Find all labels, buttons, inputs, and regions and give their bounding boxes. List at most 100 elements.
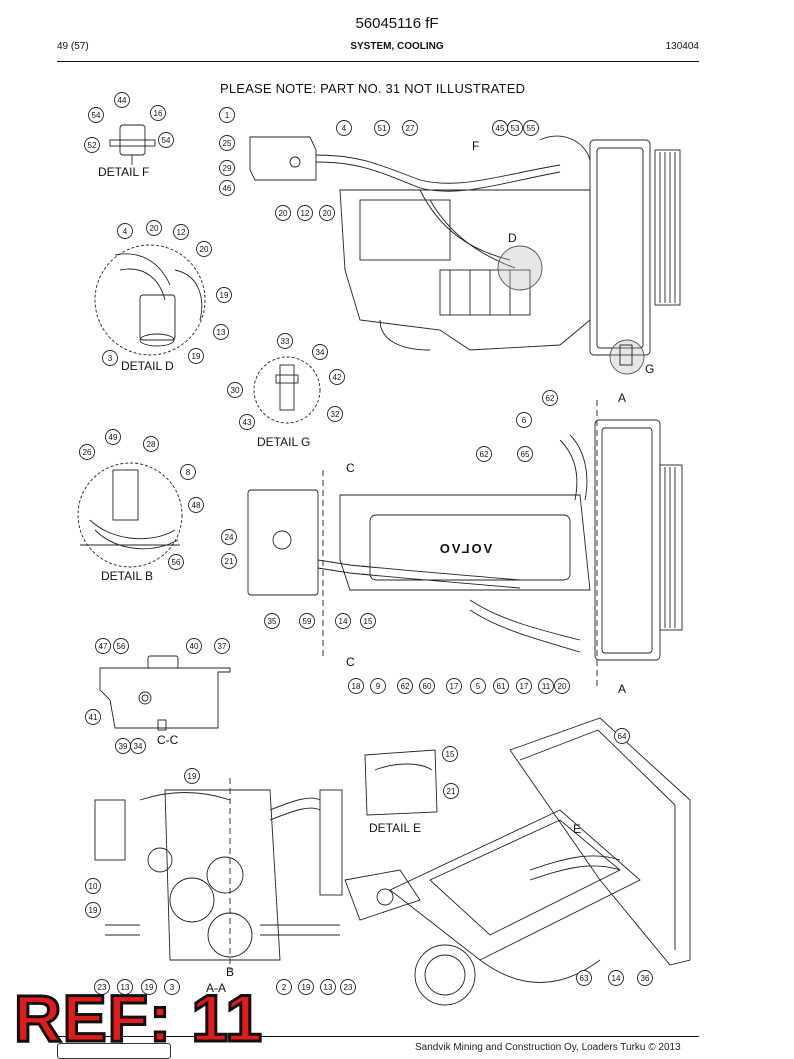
callout-bubble	[221, 529, 237, 545]
callout-number: 20	[200, 245, 209, 254]
callout-number: 20	[323, 209, 332, 218]
callout-number: 55	[527, 124, 536, 133]
callout-bubble	[130, 738, 146, 754]
callout-bubble	[507, 120, 523, 136]
callout-bubble	[516, 412, 532, 428]
callout-number: 61	[497, 682, 506, 691]
callout-bubble	[219, 160, 235, 176]
callout-bubble	[146, 220, 162, 236]
callout-number: 59	[303, 617, 312, 626]
callout-number: 52	[88, 141, 97, 150]
middle-engine-view	[247, 400, 683, 690]
callout-number: 20	[558, 682, 567, 691]
callout-bubble	[95, 638, 111, 654]
callout-bubble	[79, 444, 95, 460]
callout-bubble	[517, 446, 533, 462]
callout-number: 65	[521, 450, 530, 459]
detail-f-drawing	[109, 124, 156, 165]
callout-bubble	[221, 553, 237, 569]
section-mark-a-top: A	[618, 391, 626, 405]
callout-bubble	[184, 768, 200, 784]
callout-number: 64	[618, 732, 627, 741]
callout-number: 14	[612, 974, 621, 983]
section-title: SYSTEM, COOLING	[350, 41, 444, 52]
callout-bubble	[180, 464, 196, 480]
callout-bubble	[402, 120, 418, 136]
callout-number: 28	[147, 440, 156, 449]
callout-number: 42	[333, 373, 342, 382]
callout-number: 21	[447, 787, 456, 796]
footer-copyright: Sandvik Mining and Construction Oy, Load…	[415, 1042, 681, 1053]
callout-number: 6	[522, 416, 527, 425]
callout-bubble	[297, 205, 313, 221]
detail-e-label: DETAIL E	[369, 821, 421, 835]
callout-bubble	[442, 746, 458, 762]
callout-number: 3	[108, 354, 113, 363]
callout-bubble	[113, 638, 129, 654]
callout-number: 35	[268, 617, 277, 626]
callout-number: 23	[344, 983, 353, 992]
callout-number: 4	[123, 227, 128, 236]
callout-bubble	[117, 223, 133, 239]
callout-bubble	[219, 180, 235, 196]
callout-number: 37	[218, 642, 227, 651]
callout-number: 54	[92, 111, 101, 120]
document-number: 56045116 fF	[355, 15, 439, 32]
detail-g-label: DETAIL G	[257, 435, 310, 449]
callout-bubble	[538, 678, 554, 694]
callout-bubble	[213, 324, 229, 340]
callout-bubble	[637, 970, 653, 986]
section-mark-b: B	[226, 965, 234, 979]
callout-number: 25	[223, 139, 232, 148]
callout-number: 62	[480, 450, 489, 459]
callout-number: 17	[520, 682, 529, 691]
callout-bubble	[85, 878, 101, 894]
callout-bubble	[264, 613, 280, 629]
callout-number: 19	[188, 772, 197, 781]
callout-bubble	[542, 390, 558, 406]
callout-number: 11	[542, 682, 551, 691]
callout-bubble	[173, 224, 189, 240]
callout-bubble	[370, 678, 386, 694]
callout-bubble	[608, 970, 624, 986]
callout-number: 62	[401, 682, 410, 691]
callout-number: 19	[220, 291, 229, 300]
tank-cc-drawing	[99, 655, 231, 731]
detail-g-drawing	[253, 356, 321, 424]
callout-bubble	[335, 613, 351, 629]
callout-number: 56	[172, 558, 181, 567]
callout-bubble	[196, 241, 212, 257]
section-aa-drawing	[94, 778, 343, 970]
callout-number: 1	[225, 111, 230, 120]
callout-bubble	[516, 678, 532, 694]
callout-number: 2	[282, 983, 287, 992]
callout-bubble	[327, 406, 343, 422]
callout-number: 19	[192, 352, 201, 361]
callout-bubble	[443, 783, 459, 799]
callout-bubble	[214, 638, 230, 654]
callout-bubble	[114, 92, 130, 108]
callout-number: 62	[546, 394, 555, 403]
callout-bubble	[336, 120, 352, 136]
detail-b-label: DETAIL B	[101, 569, 153, 583]
callout-number: 56	[117, 642, 126, 651]
callout-number: 19	[302, 983, 311, 992]
callout-bubble	[329, 369, 345, 385]
callout-number: 29	[223, 164, 232, 173]
callout-bubble	[340, 979, 356, 995]
callout-number: 48	[192, 501, 201, 510]
callout-number: 51	[378, 124, 387, 133]
callout-bubble	[219, 107, 235, 123]
callout-bubble	[397, 678, 413, 694]
callout-number: 19	[145, 983, 154, 992]
callout-number: 3	[170, 983, 175, 992]
section-mark-g: G	[645, 362, 654, 376]
callout-number: 13	[121, 983, 130, 992]
detail-f-label: DETAIL F	[98, 165, 149, 179]
callout-bubble	[164, 979, 180, 995]
callout-number: 20	[279, 209, 288, 218]
callout-number: 63	[580, 974, 589, 983]
section-aa-label: A-A	[206, 981, 226, 995]
part-note: PLEASE NOTE: PART NO. 31 NOT ILLUSTRATED	[220, 81, 526, 96]
